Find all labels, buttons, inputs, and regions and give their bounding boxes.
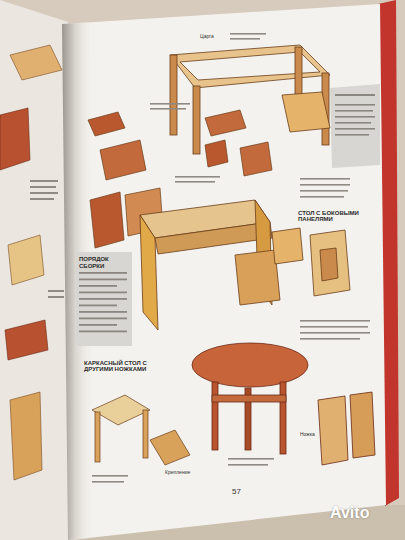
text-line <box>300 178 350 180</box>
leg-detail <box>318 396 348 465</box>
text-line <box>92 481 124 483</box>
info-box <box>330 84 380 168</box>
text-line <box>300 196 344 198</box>
table-leg <box>193 86 200 154</box>
tenon-piece <box>88 112 125 136</box>
text-line <box>30 186 56 188</box>
box-heading: ПОРЯДОК СБОРКИ <box>79 256 129 269</box>
rail-sketch <box>5 320 48 360</box>
text-line <box>335 122 371 124</box>
text-line <box>175 176 220 178</box>
text-line <box>335 128 375 130</box>
trestle-detail <box>150 430 190 465</box>
corner-block <box>205 140 228 167</box>
leg-detail <box>350 392 375 458</box>
text-line <box>79 318 127 320</box>
text-line <box>79 292 127 294</box>
text-line <box>230 38 260 40</box>
table-frame-illustration <box>170 45 330 154</box>
text-line <box>335 110 373 112</box>
text-line <box>300 190 348 192</box>
right-column-text-lines <box>300 178 370 340</box>
text-line <box>48 296 64 298</box>
left-page-text-lines <box>30 180 64 298</box>
sidebar-box: ПОРЯДОК СБОРКИ <box>76 252 132 346</box>
text-line <box>92 475 128 477</box>
panel-joint <box>272 228 303 264</box>
frame-table-illustration <box>92 395 190 465</box>
section-heading: КАРКАСНЫЙ СТОЛ С ДРУГИМИ НОЖКАМИ <box>84 360 154 373</box>
info-box-text-lines <box>335 94 375 136</box>
table-top-frame <box>170 45 330 88</box>
text-line <box>30 198 54 200</box>
mortise-piece <box>100 140 146 180</box>
text-line <box>230 33 266 35</box>
text-line <box>228 464 268 466</box>
text-line <box>79 324 117 326</box>
text-line <box>79 279 127 281</box>
round-table-illustration <box>192 343 375 465</box>
text-line <box>150 103 190 105</box>
right-page <box>64 4 386 540</box>
part-name: Ножка <box>300 432 330 437</box>
text-line <box>300 184 350 186</box>
table-leg <box>212 382 218 450</box>
section-heading: СТОЛ С БОКОВЫМИ ПАНЕЛЯМИ <box>298 210 368 223</box>
apron-joint <box>282 92 330 132</box>
text-line <box>300 332 370 334</box>
text-line <box>79 272 127 274</box>
text-line <box>30 192 58 194</box>
text-line <box>79 285 117 287</box>
text-line <box>300 326 368 328</box>
text-line <box>79 305 117 307</box>
text-line <box>300 320 370 322</box>
text-line <box>300 338 360 340</box>
text-line <box>228 458 274 460</box>
round-top <box>192 343 308 387</box>
box-body-lines <box>79 272 129 342</box>
frame-top <box>92 395 150 425</box>
corner-block <box>240 142 272 176</box>
part-name: Крепление <box>165 470 205 475</box>
callout-text-lines <box>150 33 266 183</box>
table-leg <box>95 412 100 462</box>
text-line <box>150 108 186 110</box>
leg-sketch <box>10 392 42 480</box>
text-line <box>79 331 127 333</box>
table-leg <box>170 55 177 135</box>
text-line <box>335 94 375 96</box>
left-page <box>0 0 72 540</box>
panel-joint <box>235 250 280 305</box>
text-line <box>335 116 375 118</box>
panel-detail <box>310 230 350 296</box>
watermark: Avito <box>330 505 400 522</box>
table-leg <box>143 410 148 458</box>
leg-joint <box>90 192 124 248</box>
bottom-text-lines <box>92 458 274 483</box>
dowel-hole <box>320 248 338 281</box>
side-panel <box>140 215 158 330</box>
part-name: Царга <box>200 34 230 39</box>
text-line <box>335 104 375 106</box>
board-sketch <box>10 45 62 80</box>
apron-ring <box>212 395 286 402</box>
page-number: 57 <box>232 488 252 496</box>
table-leg <box>280 382 286 454</box>
bench-rail <box>155 222 272 254</box>
table-sketch <box>0 108 30 170</box>
text-line <box>79 298 127 300</box>
text-line <box>48 290 64 292</box>
text-line <box>335 134 369 136</box>
joint-sketch <box>8 235 44 285</box>
dowel-joint <box>205 110 246 136</box>
text-line <box>79 311 127 313</box>
text-line <box>30 180 58 182</box>
text-line <box>175 181 215 183</box>
